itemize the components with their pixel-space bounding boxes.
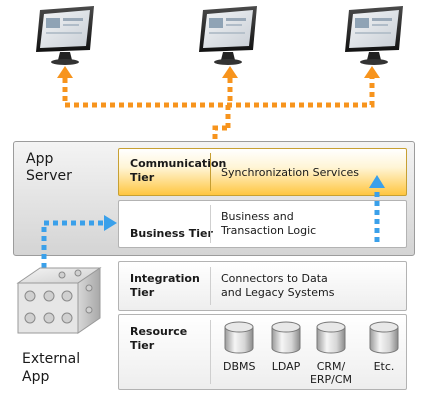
tier-divider bbox=[210, 205, 211, 243]
integration-tier-name-line1: Integration bbox=[130, 272, 200, 285]
client-monitor-center-icon bbox=[199, 6, 257, 65]
resource-tier-name-line2: Tier bbox=[130, 339, 155, 352]
database-label-dbms: DBMS bbox=[223, 360, 256, 373]
integration-tier-description-line2: and Legacy Systems bbox=[221, 286, 335, 299]
external-app-label: External App bbox=[22, 350, 102, 386]
client-monitor-right-icon bbox=[345, 6, 403, 65]
orange-arrowheads bbox=[57, 66, 380, 78]
communication-tier-description: Synchronization Services bbox=[221, 166, 359, 179]
integration-tier-description: Connectors to Data and Legacy Systems bbox=[221, 272, 334, 300]
database-label-etc: Etc. bbox=[368, 360, 400, 373]
database-label-ldap-line1: LDAP bbox=[271, 360, 301, 373]
database-label-crm-line1: CRM/ bbox=[316, 360, 346, 373]
integration-tier-name: Integration Tier bbox=[130, 272, 200, 300]
app-server-label-line2: Server bbox=[26, 168, 72, 184]
business-tier-description-line2: Transaction Logic bbox=[221, 224, 317, 237]
app-server-label: App Server bbox=[26, 151, 76, 185]
database-label-ldap: LDAP bbox=[270, 360, 302, 373]
business-tier: Business Tier Business and Transaction L… bbox=[118, 200, 407, 248]
integration-tier-description-line1: Connectors to Data bbox=[221, 272, 328, 285]
business-tier-description-line1: Business and bbox=[221, 210, 294, 223]
database-label-crm-line2: ERP/CM bbox=[309, 373, 353, 386]
communication-tier-name-line2: Tier bbox=[130, 171, 155, 184]
resource-tier-name: Resource Tier bbox=[130, 325, 187, 353]
communication-tier-name: Communication Tier bbox=[130, 157, 226, 185]
integration-tier: Integration Tier Connectors to Data and … bbox=[118, 261, 407, 311]
database-label-dbms-line1: DBMS bbox=[223, 360, 256, 373]
integration-tier-name-line2: Tier bbox=[130, 286, 155, 299]
tier-divider bbox=[210, 153, 211, 191]
resource-tier-name-line1: Resource bbox=[130, 325, 188, 338]
external-app-label-line2: App bbox=[22, 369, 50, 385]
communication-tier: Communication Tier Synchronization Servi… bbox=[118, 148, 407, 196]
business-tier-description: Business and Transaction Logic bbox=[221, 210, 316, 238]
database-label-crm: CRM/ ERP/CM bbox=[309, 360, 353, 386]
communication-tier-name-line1: Communication bbox=[130, 157, 227, 170]
resource-tier: Resource Tier bbox=[118, 314, 407, 390]
database-label-etc-line1: Etc. bbox=[373, 360, 395, 373]
tier-divider bbox=[210, 267, 211, 305]
business-tier-name: Business Tier bbox=[130, 227, 213, 240]
tier-divider bbox=[210, 320, 211, 384]
client-monitor-left-icon bbox=[36, 6, 94, 65]
app-server-label-line1: App bbox=[26, 151, 54, 167]
client-connector-arrows bbox=[62, 78, 375, 148]
external-app-label-line1: External bbox=[22, 351, 81, 367]
